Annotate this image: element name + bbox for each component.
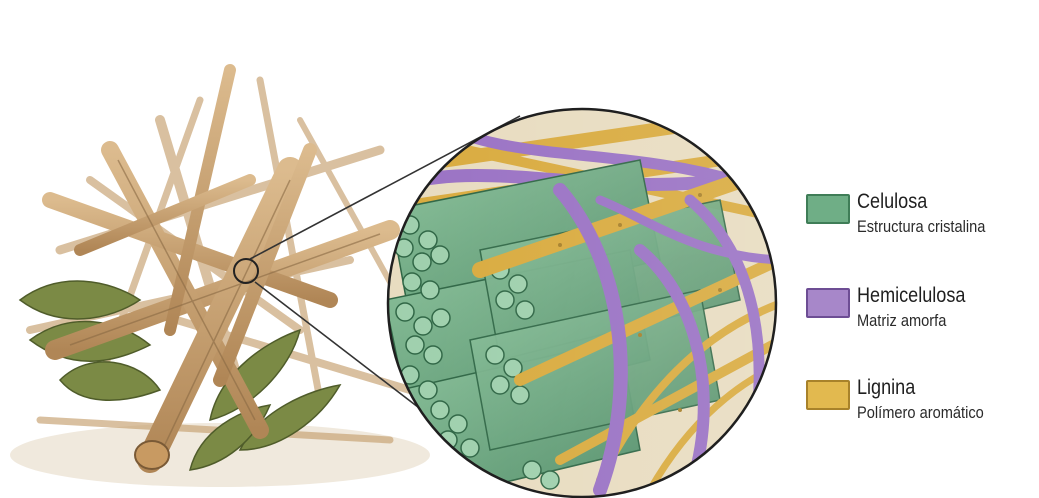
legend-description: Estructura cristalina xyxy=(857,217,985,237)
legend-name: Hemicelulosa xyxy=(857,284,965,308)
legend-name: Celulosa xyxy=(857,190,927,214)
celulosa-swatch xyxy=(806,194,850,224)
lignina-swatch xyxy=(806,380,850,410)
hemicelulosa-swatch xyxy=(806,288,850,318)
legend-description: Polímero aromático xyxy=(857,403,984,423)
legend-description: Matriz amorfa xyxy=(857,311,946,331)
stick-cut-end xyxy=(135,441,169,469)
magnified-view xyxy=(380,100,800,498)
legend-name: Lignina xyxy=(857,376,915,400)
legend-item-hemicelulosa: Hemicelulosa Matriz amorfa xyxy=(806,284,1036,344)
legend-item-lignina: Lignina Polímero aromático xyxy=(806,376,1036,436)
legend-item-celulosa: Celulosa Estructura cristalina xyxy=(806,190,1036,250)
leaf xyxy=(60,362,160,400)
biomass-pile xyxy=(10,70,430,487)
